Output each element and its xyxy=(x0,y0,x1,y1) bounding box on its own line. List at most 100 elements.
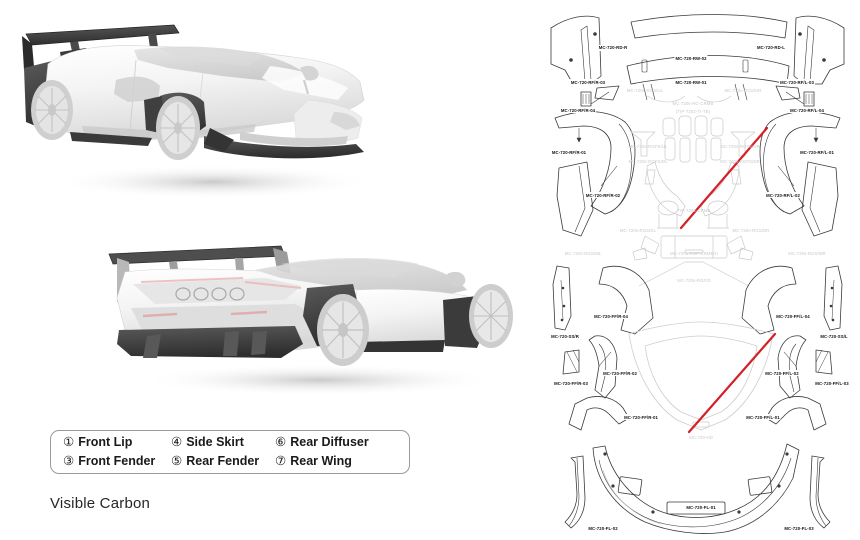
legend-number-icon: ⑦ xyxy=(275,454,287,469)
legend-item-rear-wing: ⑦ Rear Wing xyxy=(275,455,369,468)
side-skirt-carbon-part-rear-view xyxy=(357,340,445,352)
part-rf-r-01 xyxy=(556,161,594,237)
part-rw-02 xyxy=(630,14,788,39)
part-fl-02 xyxy=(564,455,586,529)
part-label-ffr04: MC-720-FF/R-04 xyxy=(593,313,629,319)
rear-diffuser-carbon-part xyxy=(117,326,303,358)
part-label-ffr01: MC-720-FF/R-01 xyxy=(623,414,659,420)
part-ff-r-04 xyxy=(598,265,654,335)
part-label-rgfsdl: MC-720s-RGFS/DL xyxy=(628,158,668,164)
exclusion-strike-line-2 xyxy=(687,332,777,434)
part-rf-r-03 xyxy=(594,85,620,101)
part-ff-l-02 xyxy=(777,335,807,399)
part-label-rfr02: MC-720-RF/R-02 xyxy=(584,192,622,198)
part-label-rgsur: MC-720s-RGS/UR xyxy=(724,87,762,93)
legend-number-icon: ⑥ xyxy=(275,435,287,450)
part-label-rgsml: MC-720s-RGS/ML xyxy=(564,250,602,256)
part-ff-r-01 xyxy=(568,396,630,431)
legend-item-front-lip: ① Front Lip xyxy=(63,436,167,449)
part-label-ssr: MC-720-SS/R xyxy=(550,333,580,339)
legend-label: Rear Diffuser xyxy=(290,435,369,450)
side-skirt-carbon-part xyxy=(70,132,152,146)
front-wheel-rear-view xyxy=(469,284,513,348)
part-label-rdl: MC-720-RD-L xyxy=(755,44,787,51)
legend-item-front-fender: ③ Front Fender xyxy=(63,455,167,468)
parts-diagram: MC-720-RW-02 MC-720-RD-R MC-720-RD-L MC-720… xyxy=(535,0,860,540)
legend-grid: ① Front Lip ④ Side Skirt ⑥ Rear Diffuser… xyxy=(51,433,369,471)
part-ff-l-03 xyxy=(815,349,833,375)
legend-number-icon: ③ xyxy=(63,454,75,469)
part-ff-r-03 xyxy=(562,349,580,375)
part-ff-r-02 xyxy=(588,335,618,399)
part-label-tip72: TIP-7202-CRMB xyxy=(677,207,711,213)
part-rw-01 xyxy=(626,55,790,85)
part-label-rgsdl: MC-720s-RGS/DL xyxy=(619,227,657,233)
part-label-rgsmr: MC-720s-RGS/MR xyxy=(788,250,826,256)
part-label-tip: (TIP-7202-TI-TB) xyxy=(675,109,711,115)
legend-label: Front Fender xyxy=(78,454,156,469)
part-label-fl01: MC-720-FL-01 xyxy=(685,504,717,510)
part-label-rgfsdr: MC-720s-RGFS/DR xyxy=(720,158,760,164)
part-label-ffl04: MC-720-FF/L-04 xyxy=(775,313,811,319)
legend-number-icon: ① xyxy=(63,435,75,450)
part-ss-l xyxy=(823,265,843,331)
car-body xyxy=(43,45,365,143)
front-wheel xyxy=(156,96,200,160)
part-fl-03 xyxy=(809,455,831,529)
part-rf-r-04 xyxy=(580,91,592,107)
exclusion-strike-line xyxy=(679,126,769,230)
part-label-rgsul: MC-720s-RGS/UL xyxy=(626,87,664,93)
ground-shadow xyxy=(53,165,373,199)
part-label-ffl03: MC-720-FF/L-03 xyxy=(814,380,850,386)
part-label-rgfsul: MC-720s-RGFS/UL xyxy=(628,143,668,149)
part-label-rfr03: MC-720-RF/R-03 xyxy=(569,79,607,85)
legend-number-icon: ⑤ xyxy=(171,454,183,469)
part-label-rfl04: MC-720-RF/L-04 xyxy=(789,107,825,113)
part-label-rfl03: MC-720-RF/L-03 xyxy=(779,79,815,85)
part-label-hd: MC-720-HD xyxy=(689,434,713,440)
part-rd-l xyxy=(793,15,845,85)
part-ss-r xyxy=(552,265,572,331)
part-label-ffr03: MC-720-FF/R-03 xyxy=(553,380,589,386)
part-rf-l-03 xyxy=(775,85,801,101)
ground-shadow-rear xyxy=(140,364,500,396)
part-label-rgfsur: MC-720s-RGFS/UR xyxy=(720,143,760,149)
legend-item-rear-fender: ⑤ Rear Fender xyxy=(171,455,271,468)
part-rf-l-01 xyxy=(801,161,839,237)
front-fascia xyxy=(240,99,363,147)
side-mirror-rear-view xyxy=(447,271,466,287)
part-label-ffl02: MC-720-FF/L-02 xyxy=(764,370,800,376)
rear-wheel xyxy=(31,80,73,140)
part-label-rfr01: MC-720-RF/R-01 xyxy=(550,149,588,155)
part-label-rgfcrmb: MC-720s-RGF-CRMB/U xyxy=(669,250,719,256)
front-lip-carbon-part xyxy=(204,128,364,159)
parts-legend: ① Front Lip ④ Side Skirt ⑥ Rear Diffuser… xyxy=(50,430,410,474)
legend-number-icon: ④ xyxy=(171,435,183,450)
part-label-rgfd: MC-720s-RGF/D xyxy=(677,277,711,283)
legend-label: Rear Fender xyxy=(186,454,260,469)
part-rf-l-04 xyxy=(803,91,815,107)
part-label-rw01: MC-720-RW-01 xyxy=(674,79,708,85)
part-fl-01 xyxy=(592,443,800,534)
part-label-ffr02: MC-720-FF/R-02 xyxy=(602,370,638,376)
part-label-rgcrmb: MC-720s-RG-CRMB xyxy=(672,101,714,107)
part-label-ffl01: MC-720-FF/L-01 xyxy=(745,414,781,420)
legend-item-rear-diffuser: ⑥ Rear Diffuser xyxy=(275,436,369,449)
side-mirror xyxy=(300,65,319,95)
render-pane: ① Front Lip ④ Side Skirt ⑥ Rear Diffuser… xyxy=(22,24,535,512)
legend-label: Front Lip xyxy=(78,435,133,450)
part-label-rfr04: MC-720-RF/R-04 xyxy=(559,107,597,113)
part-label-rw02: MC-720-RW-02 xyxy=(674,55,708,61)
rear-wheel-rear-view xyxy=(317,294,369,366)
legend-label: Side Skirt xyxy=(186,435,244,450)
legend-label: Rear Wing xyxy=(290,454,352,469)
part-label-fl03: MC-720-FL-03 xyxy=(783,525,815,532)
part-rd-r xyxy=(550,15,602,85)
part-label-rgsdr: MC-720s-RGS/DR xyxy=(732,227,770,233)
part-label-rfl01: MC-720-RF/L-01 xyxy=(799,149,835,155)
car-rear-three-quarter-render xyxy=(95,212,535,417)
part-ff-l-01 xyxy=(765,396,827,431)
part-label-ssl: MC-720-SS/L xyxy=(819,333,849,339)
part-label-rdr: MC-720-RD-R xyxy=(597,44,629,51)
